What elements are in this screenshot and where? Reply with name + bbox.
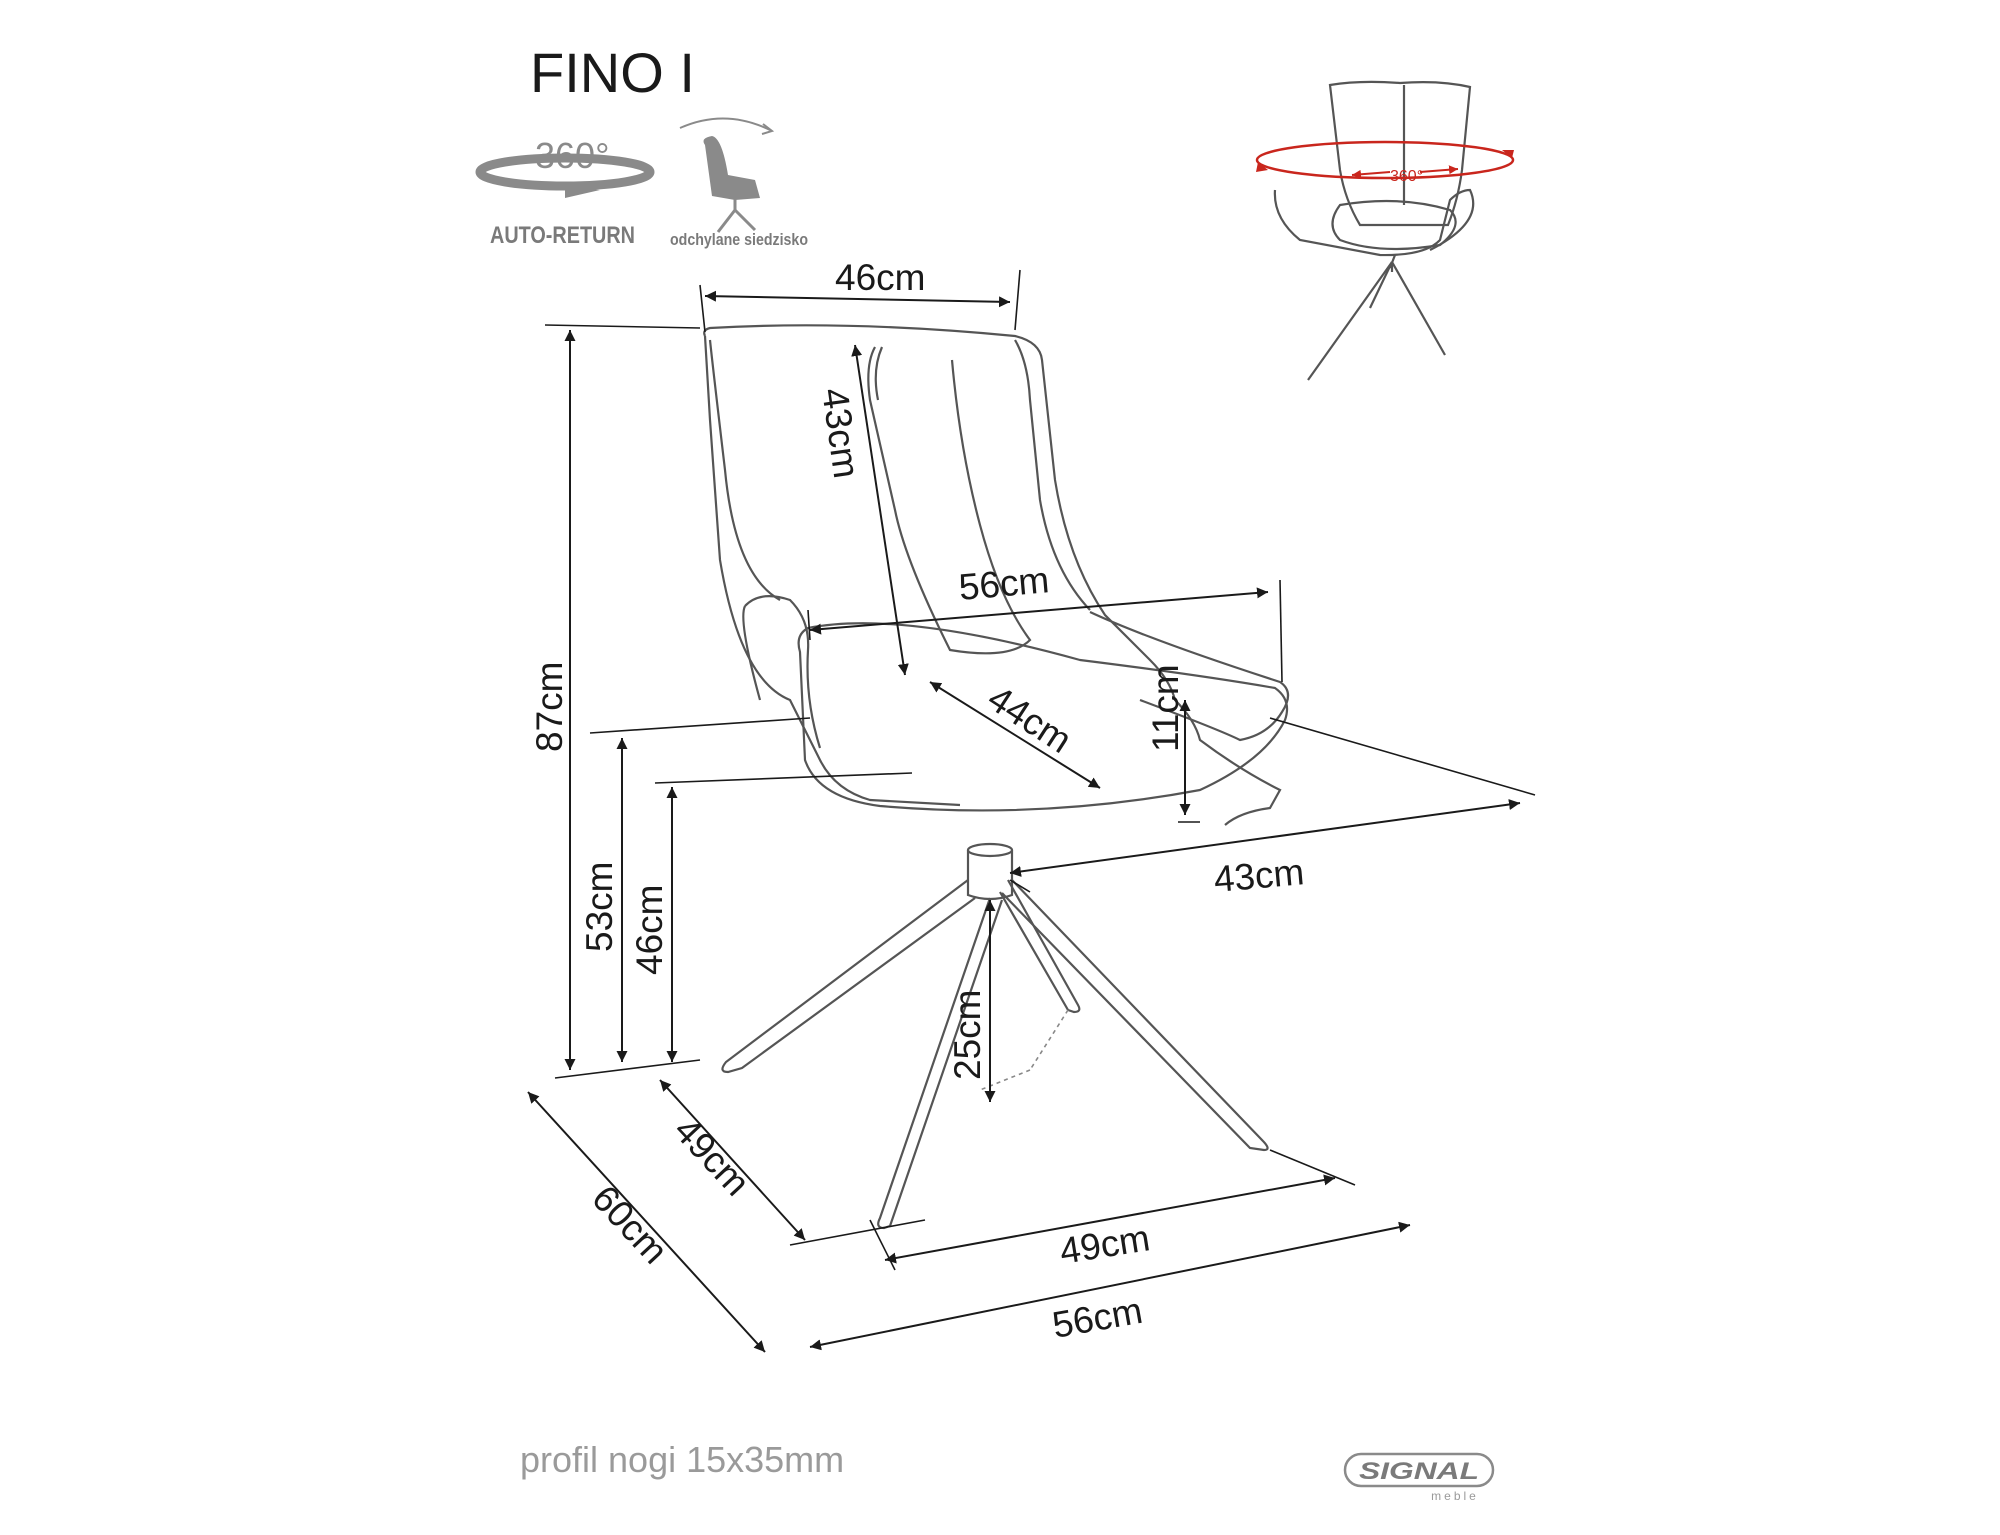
right-armrest	[1089, 611, 1290, 742]
backrest-shell	[703, 324, 1282, 826]
preview-rotation-value: 360°	[1390, 168, 1423, 185]
tilt-seat-badge: odchylane siedzisko	[670, 117, 808, 249]
swivel-column	[966, 850, 1014, 901]
dim-base-depth: 49cm	[666, 1109, 758, 1203]
dim-arm-width: 56cm	[957, 559, 1051, 608]
brand-subtitle: meble	[1431, 1489, 1479, 1503]
dim-back-height: 43cm	[814, 385, 867, 480]
tilt-seat-icon	[679, 117, 775, 233]
dim-foot-clearance: 25cm	[947, 990, 988, 1080]
dim-total-height: 87cm	[529, 662, 570, 752]
rotation-value: 360°	[535, 135, 609, 176]
rotation-360-icon	[475, 153, 655, 198]
dim-armrest-floor-height: 53cm	[579, 862, 620, 952]
dim-seat-width: 44cm	[981, 677, 1079, 761]
tilt-seat-label: odchylane siedzisko	[670, 230, 808, 249]
brand-name: SIGNAL	[1359, 1458, 1479, 1485]
page-title: FINO I	[530, 41, 695, 104]
dim-back-top-width: 46cm	[835, 257, 925, 298]
left-armrest	[744, 595, 822, 749]
dimension-lines	[527, 269, 1536, 1353]
dim-total-depth: 60cm	[584, 1177, 676, 1271]
dim-armrest-height: 11cm	[1145, 664, 1186, 752]
preview-rotation-indicator	[1255, 140, 1515, 180]
rotation-badge: 360° AUTO-RETURN	[475, 135, 655, 249]
chair-drawing	[703, 324, 1290, 1230]
dim-seat-height: 46cm	[629, 885, 670, 975]
dimension-labels: 46cm 43cm 56cm 44cm 11cm 43cm 87cm 53cm …	[529, 257, 1306, 1346]
chair-legs	[721, 879, 1269, 1230]
rotation-label: AUTO-RETURN	[490, 222, 635, 249]
preview-chair: 360°	[1255, 80, 1515, 381]
dim-seat-depth: 43cm	[1212, 851, 1306, 900]
dim-total-width: 56cm	[1049, 1290, 1145, 1346]
brand-logo: SIGNAL meble	[1343, 1452, 1495, 1503]
leg-profile-note: profil nogi 15x35mm	[520, 1439, 844, 1480]
